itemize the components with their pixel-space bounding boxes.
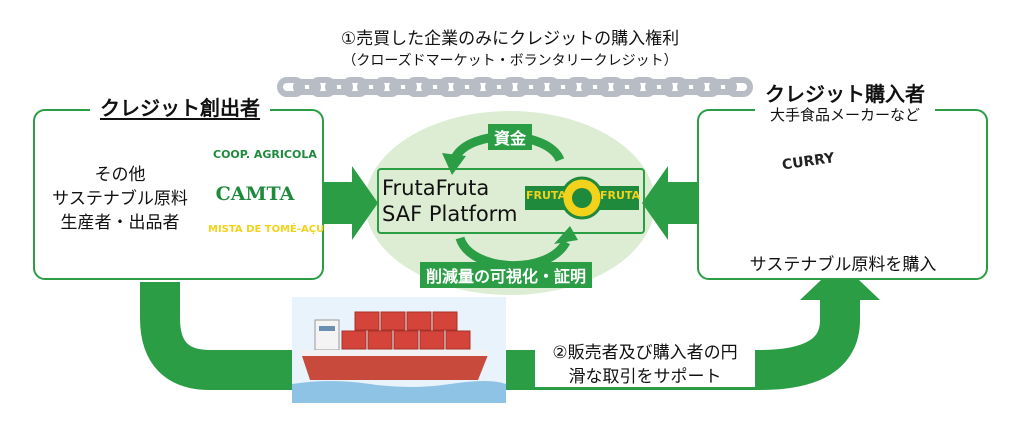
bottom-caption-line1: ②販売者及び購入者の円 [535,338,755,363]
bottom-caption-line2: 滑な取引をサポート [535,362,755,387]
bottom-flow-arrowhead [800,262,880,300]
seal-bottom-text: MISTA DE TOMÉ-AÇU [208,224,325,235]
cycle-arrowhead-funds [442,153,466,175]
arrow-buyer-to-platform [642,166,698,240]
buyer-box [697,109,988,280]
seal-center-text: CAMTA [215,183,295,205]
frutafruta-logo [525,176,639,220]
chain-graphic [277,77,753,97]
arrow-creator-to-platform [322,166,378,240]
creator-line3: 生産者・出品者 [60,213,180,233]
buyer-caption: サステナブル原料を購入 [749,255,937,275]
creator-heading: クレジット創出者 [90,92,270,121]
buyer-heading: クレジット購入者 [755,78,935,107]
platform-line1: FrutaFruta [382,176,490,200]
logo-text-left: FRUTA [526,189,567,202]
platform-background-oval [365,111,655,295]
creator-box [33,109,324,280]
cargo-ship-graphic [292,297,506,403]
creator-line1: その他 [94,165,146,185]
buyer-subheading: 大手食品メーカーなど [755,104,935,125]
top-caption-line2: （クローズドマーケット・ボランタリークレジット） [342,53,678,69]
creator-line2: サステナブル原料 [52,189,188,209]
bottom-flow-arrow [140,282,860,390]
cycle-arrowhead-reduction [554,226,578,244]
label-funds: 資金 [488,124,533,150]
top-caption-line1: ①売買した企業のみにクレジットの購入権利 [340,29,680,49]
logo-text-right: FRUTA [600,189,641,202]
platform-line2: SAF Platform [382,202,518,226]
platform-box [377,168,645,234]
seal-top-text: COOP. AGRICOLA [213,148,317,161]
label-reduction: 削減量の可視化・証明 [420,262,593,288]
